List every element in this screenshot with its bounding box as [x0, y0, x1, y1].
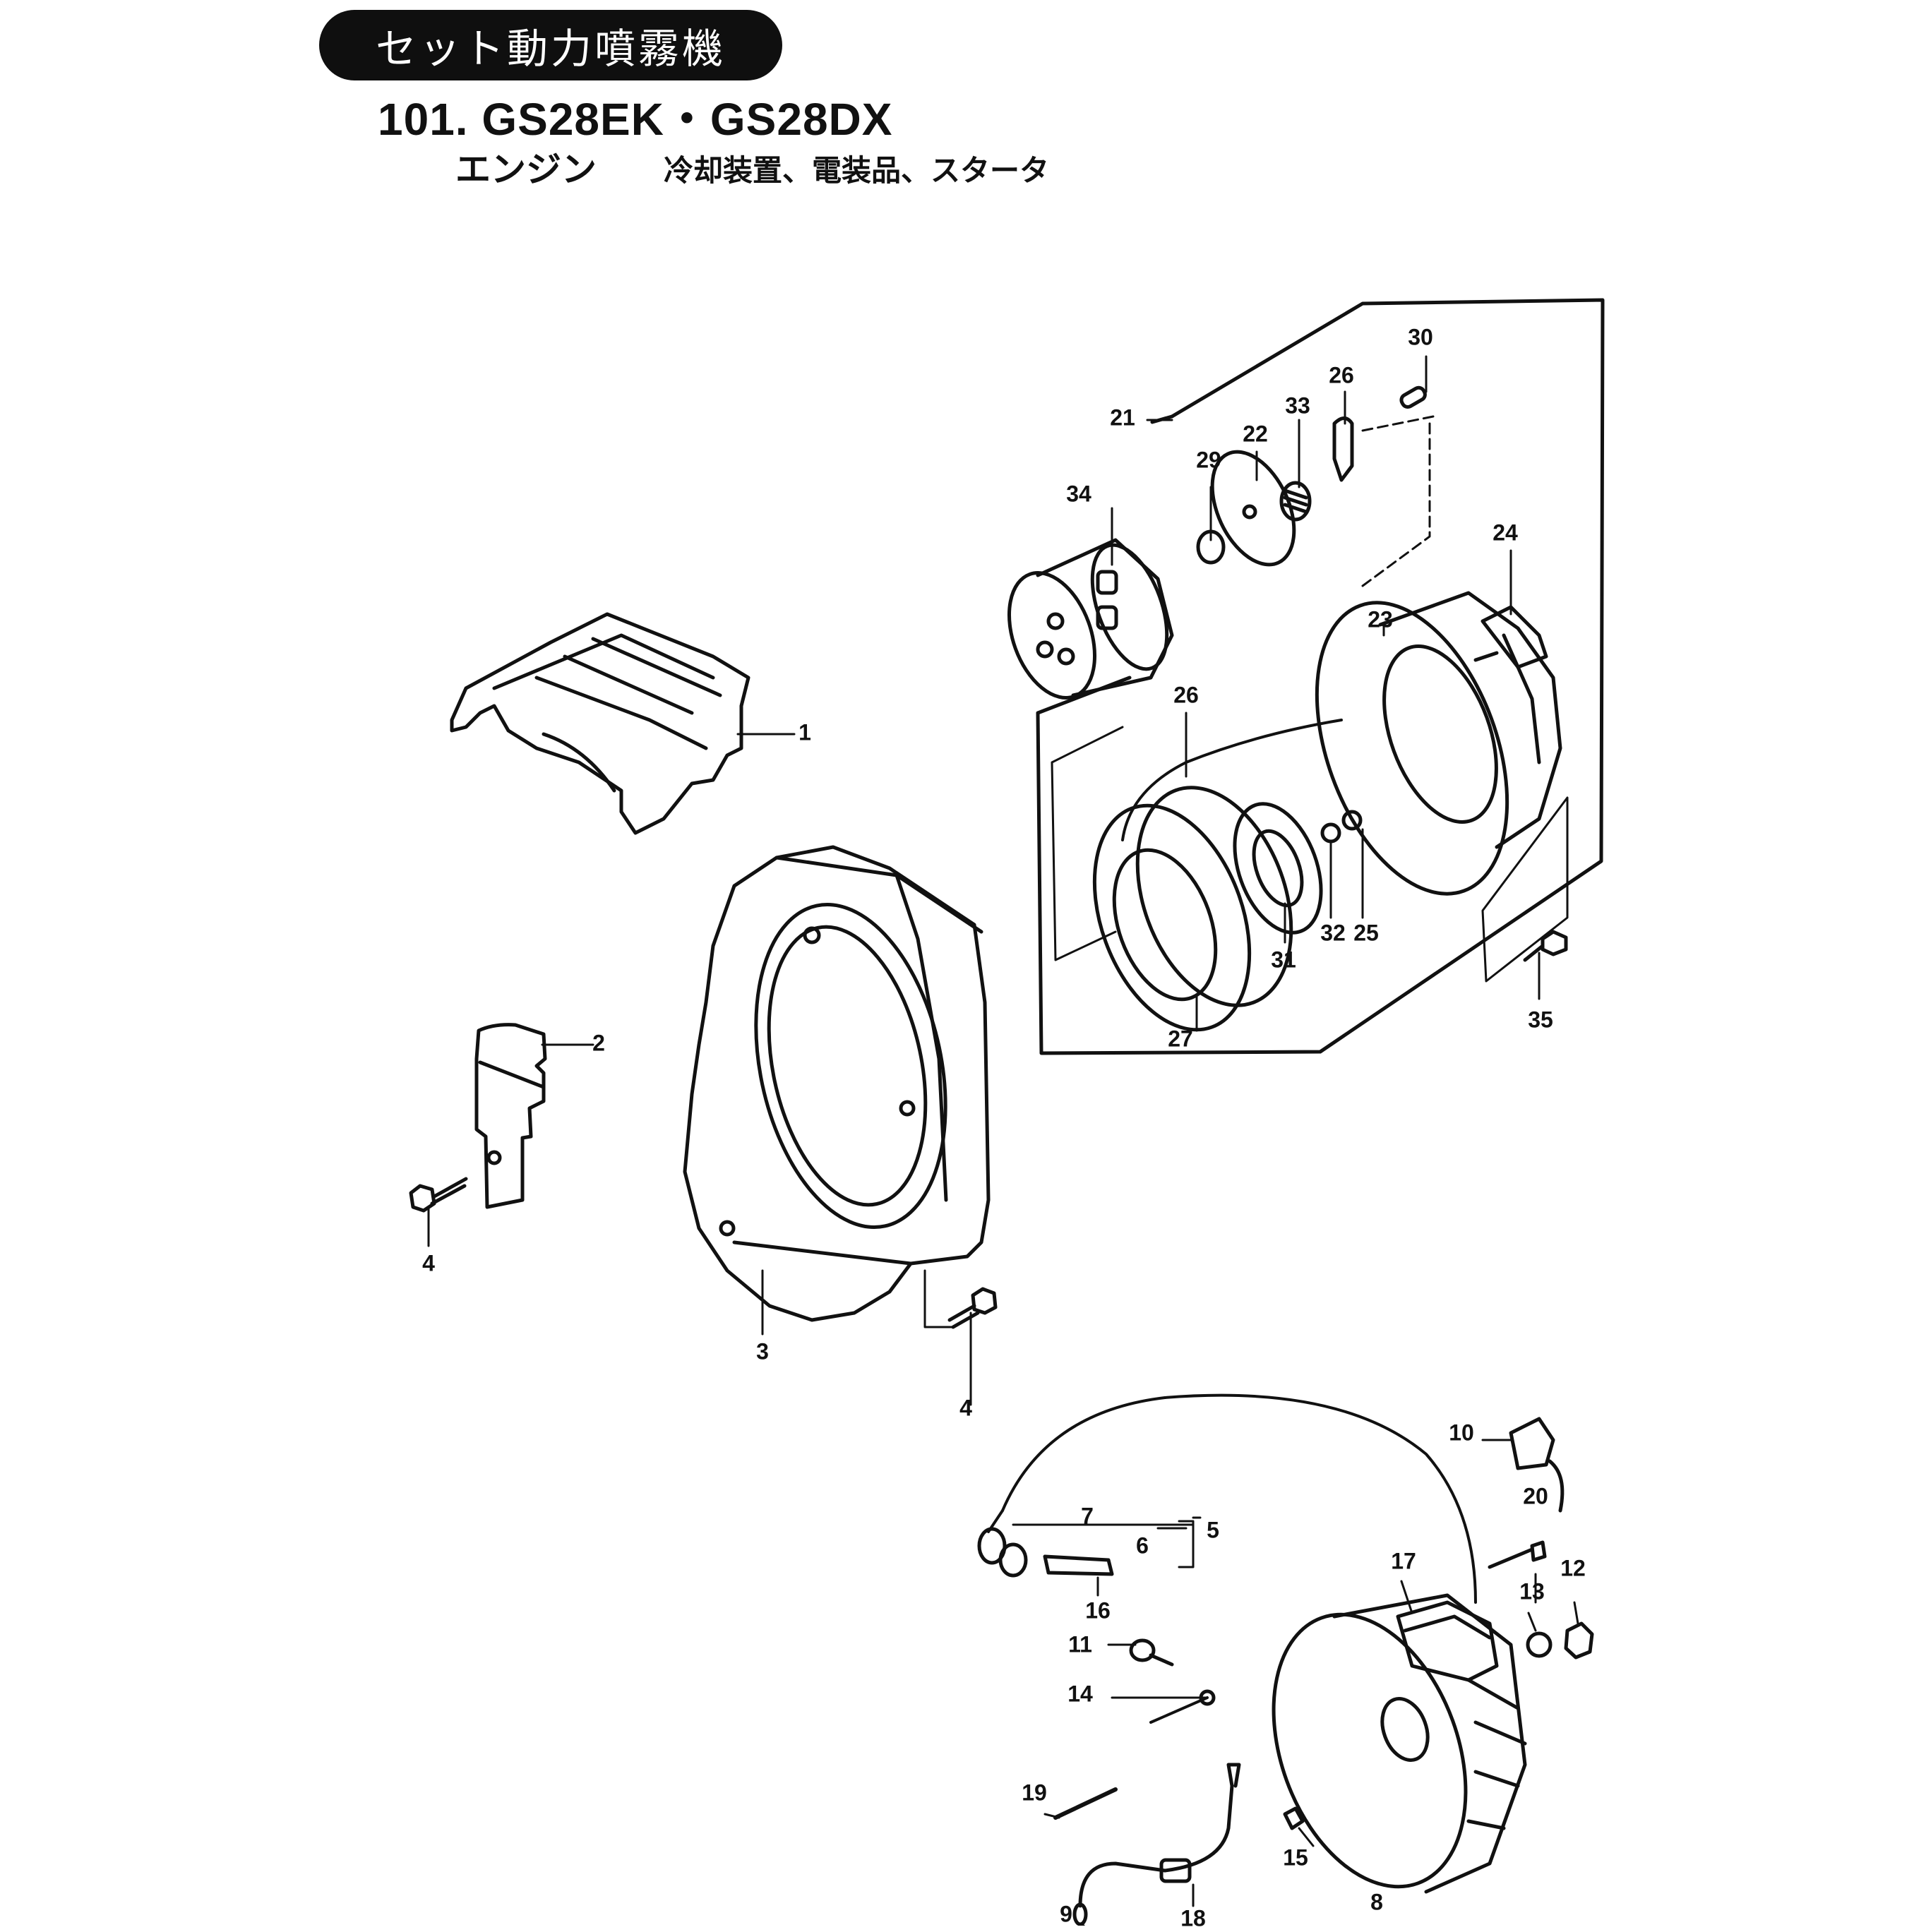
part-coil-bolt — [1488, 1540, 1547, 1569]
callout-18: 18 — [1180, 1905, 1206, 1931]
callout-13: 13 — [1519, 1578, 1545, 1604]
part-boot — [1509, 1417, 1565, 1513]
callout-5: 5 — [1207, 1517, 1219, 1543]
callout-21: 21 — [1110, 404, 1135, 431]
header-badge: セット動力噴霧機 — [319, 10, 782, 80]
part-reel — [1092, 786, 1293, 1032]
part-bracket — [474, 1023, 547, 1209]
part-key — [1283, 1806, 1305, 1830]
callout-33: 33 — [1285, 392, 1310, 419]
callout-20: 20 — [1523, 1483, 1548, 1509]
part-washer-small — [1320, 822, 1341, 844]
callout-27: 27 — [1168, 1026, 1193, 1052]
callout-8: 8 — [1370, 1889, 1383, 1915]
callout-26-lower: 26 — [1173, 682, 1199, 708]
callout-22: 22 — [1243, 421, 1268, 447]
part-pawl — [1332, 416, 1354, 482]
part-bolt-left — [409, 1177, 468, 1213]
part-bolt-right — [947, 1287, 998, 1329]
diagram-subtitle-detail: 冷却装置、電装品、スタータ — [664, 153, 1050, 188]
assembly-lines-case — [1481, 796, 1569, 983]
diagram-title: 101. GS28EK・GS28DX — [378, 94, 893, 145]
callout-12: 12 — [1560, 1555, 1586, 1581]
assembly-lines-upper — [1361, 415, 1435, 587]
callout-25: 25 — [1353, 920, 1379, 946]
part-starter-rope — [1121, 719, 1343, 841]
part-rod — [1053, 1787, 1118, 1820]
callout-4-right: 4 — [959, 1395, 972, 1421]
callout-14: 14 — [1067, 1681, 1093, 1707]
callout-4-left: 4 — [422, 1250, 435, 1276]
callout-7: 7 — [1081, 1503, 1094, 1529]
callout-34: 34 — [1066, 481, 1091, 507]
part-screw — [1129, 1638, 1174, 1667]
callout-16: 16 — [1085, 1597, 1111, 1624]
part-friction-plate — [1210, 450, 1296, 567]
part-starter-bolt — [1523, 930, 1568, 962]
part-washer-coil — [1526, 1631, 1553, 1658]
diagram-subtitle-main: エンジン — [455, 149, 597, 190]
part-spring-small — [1279, 481, 1312, 522]
callout-30: 30 — [1408, 324, 1433, 350]
callout-15: 15 — [1283, 1844, 1308, 1871]
callout-9: 9 — [1060, 1901, 1072, 1927]
part-ignition-coil — [1396, 1600, 1499, 1682]
callout-3: 3 — [756, 1338, 769, 1364]
part-starter-handle — [1473, 605, 1548, 669]
callout-1: 1 — [798, 719, 811, 745]
part-plug-cap — [977, 1527, 1114, 1578]
callout-31: 31 — [1271, 947, 1296, 973]
part-recoil-spring — [1233, 802, 1323, 935]
callout-23: 23 — [1368, 606, 1393, 632]
part-fan-shroud — [683, 845, 991, 1322]
part-starter-case — [1315, 591, 1562, 896]
part-pin — [1399, 385, 1427, 409]
part-nut-coil — [1564, 1621, 1594, 1660]
callout-6: 6 — [1136, 1532, 1149, 1559]
header-badge-text: セット動力噴霧機 — [375, 25, 726, 73]
part-starter-pulley — [1007, 538, 1174, 700]
part-top-cover — [450, 612, 750, 835]
assembly-lines-reel — [1051, 726, 1124, 961]
callout-17: 17 — [1391, 1548, 1416, 1574]
callout-29: 29 — [1196, 447, 1221, 473]
callout-19: 19 — [1022, 1780, 1047, 1806]
leader-lines — [427, 355, 1579, 1926]
callout-2: 2 — [592, 1030, 605, 1056]
part-ignition-wire — [1001, 1393, 1477, 1604]
callout-24: 24 — [1493, 520, 1518, 546]
callout-11: 11 — [1068, 1631, 1092, 1657]
callout-35: 35 — [1528, 1007, 1553, 1033]
callout-10: 10 — [1449, 1420, 1474, 1446]
callout-26-upper: 26 — [1329, 362, 1354, 388]
part-washer — [1341, 810, 1363, 831]
part-stop-switch — [1072, 1763, 1241, 1926]
part-stop-wire — [1149, 1696, 1209, 1724]
part-flywheel — [1272, 1593, 1527, 1894]
callout-32: 32 — [1320, 920, 1346, 946]
